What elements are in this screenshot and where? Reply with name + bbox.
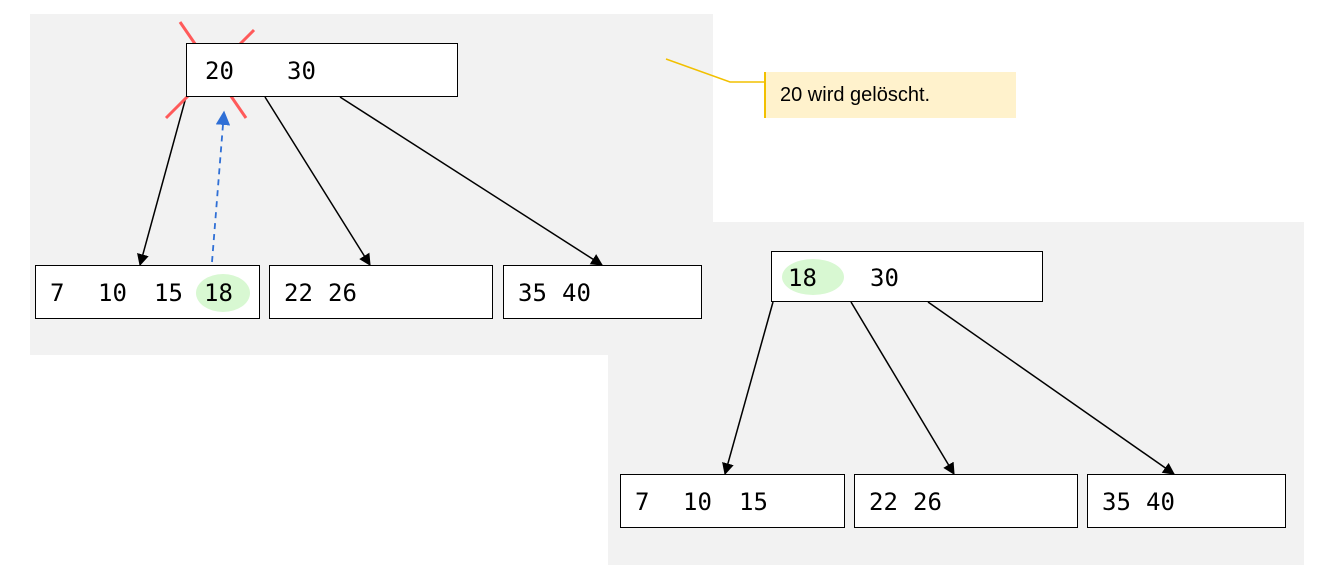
after-leaf-1-key-2: 10 bbox=[683, 488, 712, 516]
after-leaf-2: 22 26 bbox=[854, 474, 1078, 528]
edge-after-root-leaf3 bbox=[927, 301, 1175, 475]
after-root-key-2: 30 bbox=[870, 264, 899, 292]
after-leaf-2-key-1: 22 bbox=[869, 488, 898, 516]
edge-before-root-leaf3 bbox=[339, 96, 604, 266]
before-leaf-2-key-1: 22 bbox=[284, 279, 313, 307]
after-leaf-1: 7 10 15 bbox=[620, 474, 845, 528]
after-leaf-3-key-1: 35 bbox=[1102, 488, 1131, 516]
edge-after-root-leaf1 bbox=[722, 301, 774, 476]
before-root-key-1: 20 bbox=[205, 57, 234, 85]
after-leaf-3: 35 40 bbox=[1087, 474, 1286, 528]
before-leaf-1: 7 10 15 18 bbox=[35, 265, 260, 319]
callout-connector bbox=[665, 58, 764, 83]
after-leaf-3-key-2: 40 bbox=[1146, 488, 1175, 516]
after-root-node: 18 30 bbox=[771, 251, 1043, 302]
highlight-18 bbox=[782, 259, 844, 295]
before-leaf-3-key-2: 40 bbox=[562, 279, 591, 307]
after-root-key-1: 18 bbox=[788, 264, 817, 292]
after-leaf-1-key-1: 7 bbox=[635, 488, 650, 516]
before-leaf-1-key-1: 7 bbox=[50, 279, 65, 307]
after-leaf-1-key-3: 15 bbox=[739, 488, 768, 516]
before-leaf-1-key-2: 10 bbox=[98, 279, 127, 307]
after-leaf-2-key-2: 26 bbox=[913, 488, 942, 516]
edge-after-root-leaf2 bbox=[850, 301, 955, 476]
before-leaf-1-key-3: 15 bbox=[154, 279, 183, 307]
move-arrow bbox=[211, 110, 231, 263]
before-leaf-3-key-1: 35 bbox=[518, 279, 547, 307]
before-leaf-2-key-2: 26 bbox=[328, 279, 357, 307]
before-leaf-1-key-4: 18 bbox=[204, 279, 233, 307]
highlight-18 bbox=[196, 274, 250, 312]
annotation-callout: 20 wird gelöscht. bbox=[764, 72, 1016, 118]
before-leaf-2: 22 26 bbox=[269, 265, 493, 319]
before-root-node: 20 30 bbox=[186, 43, 458, 97]
before-leaf-3: 35 40 bbox=[503, 265, 702, 319]
edge-before-root-leaf2 bbox=[264, 96, 371, 267]
edge-before-root-leaf1 bbox=[137, 96, 187, 267]
before-root-key-2: 30 bbox=[287, 57, 316, 85]
